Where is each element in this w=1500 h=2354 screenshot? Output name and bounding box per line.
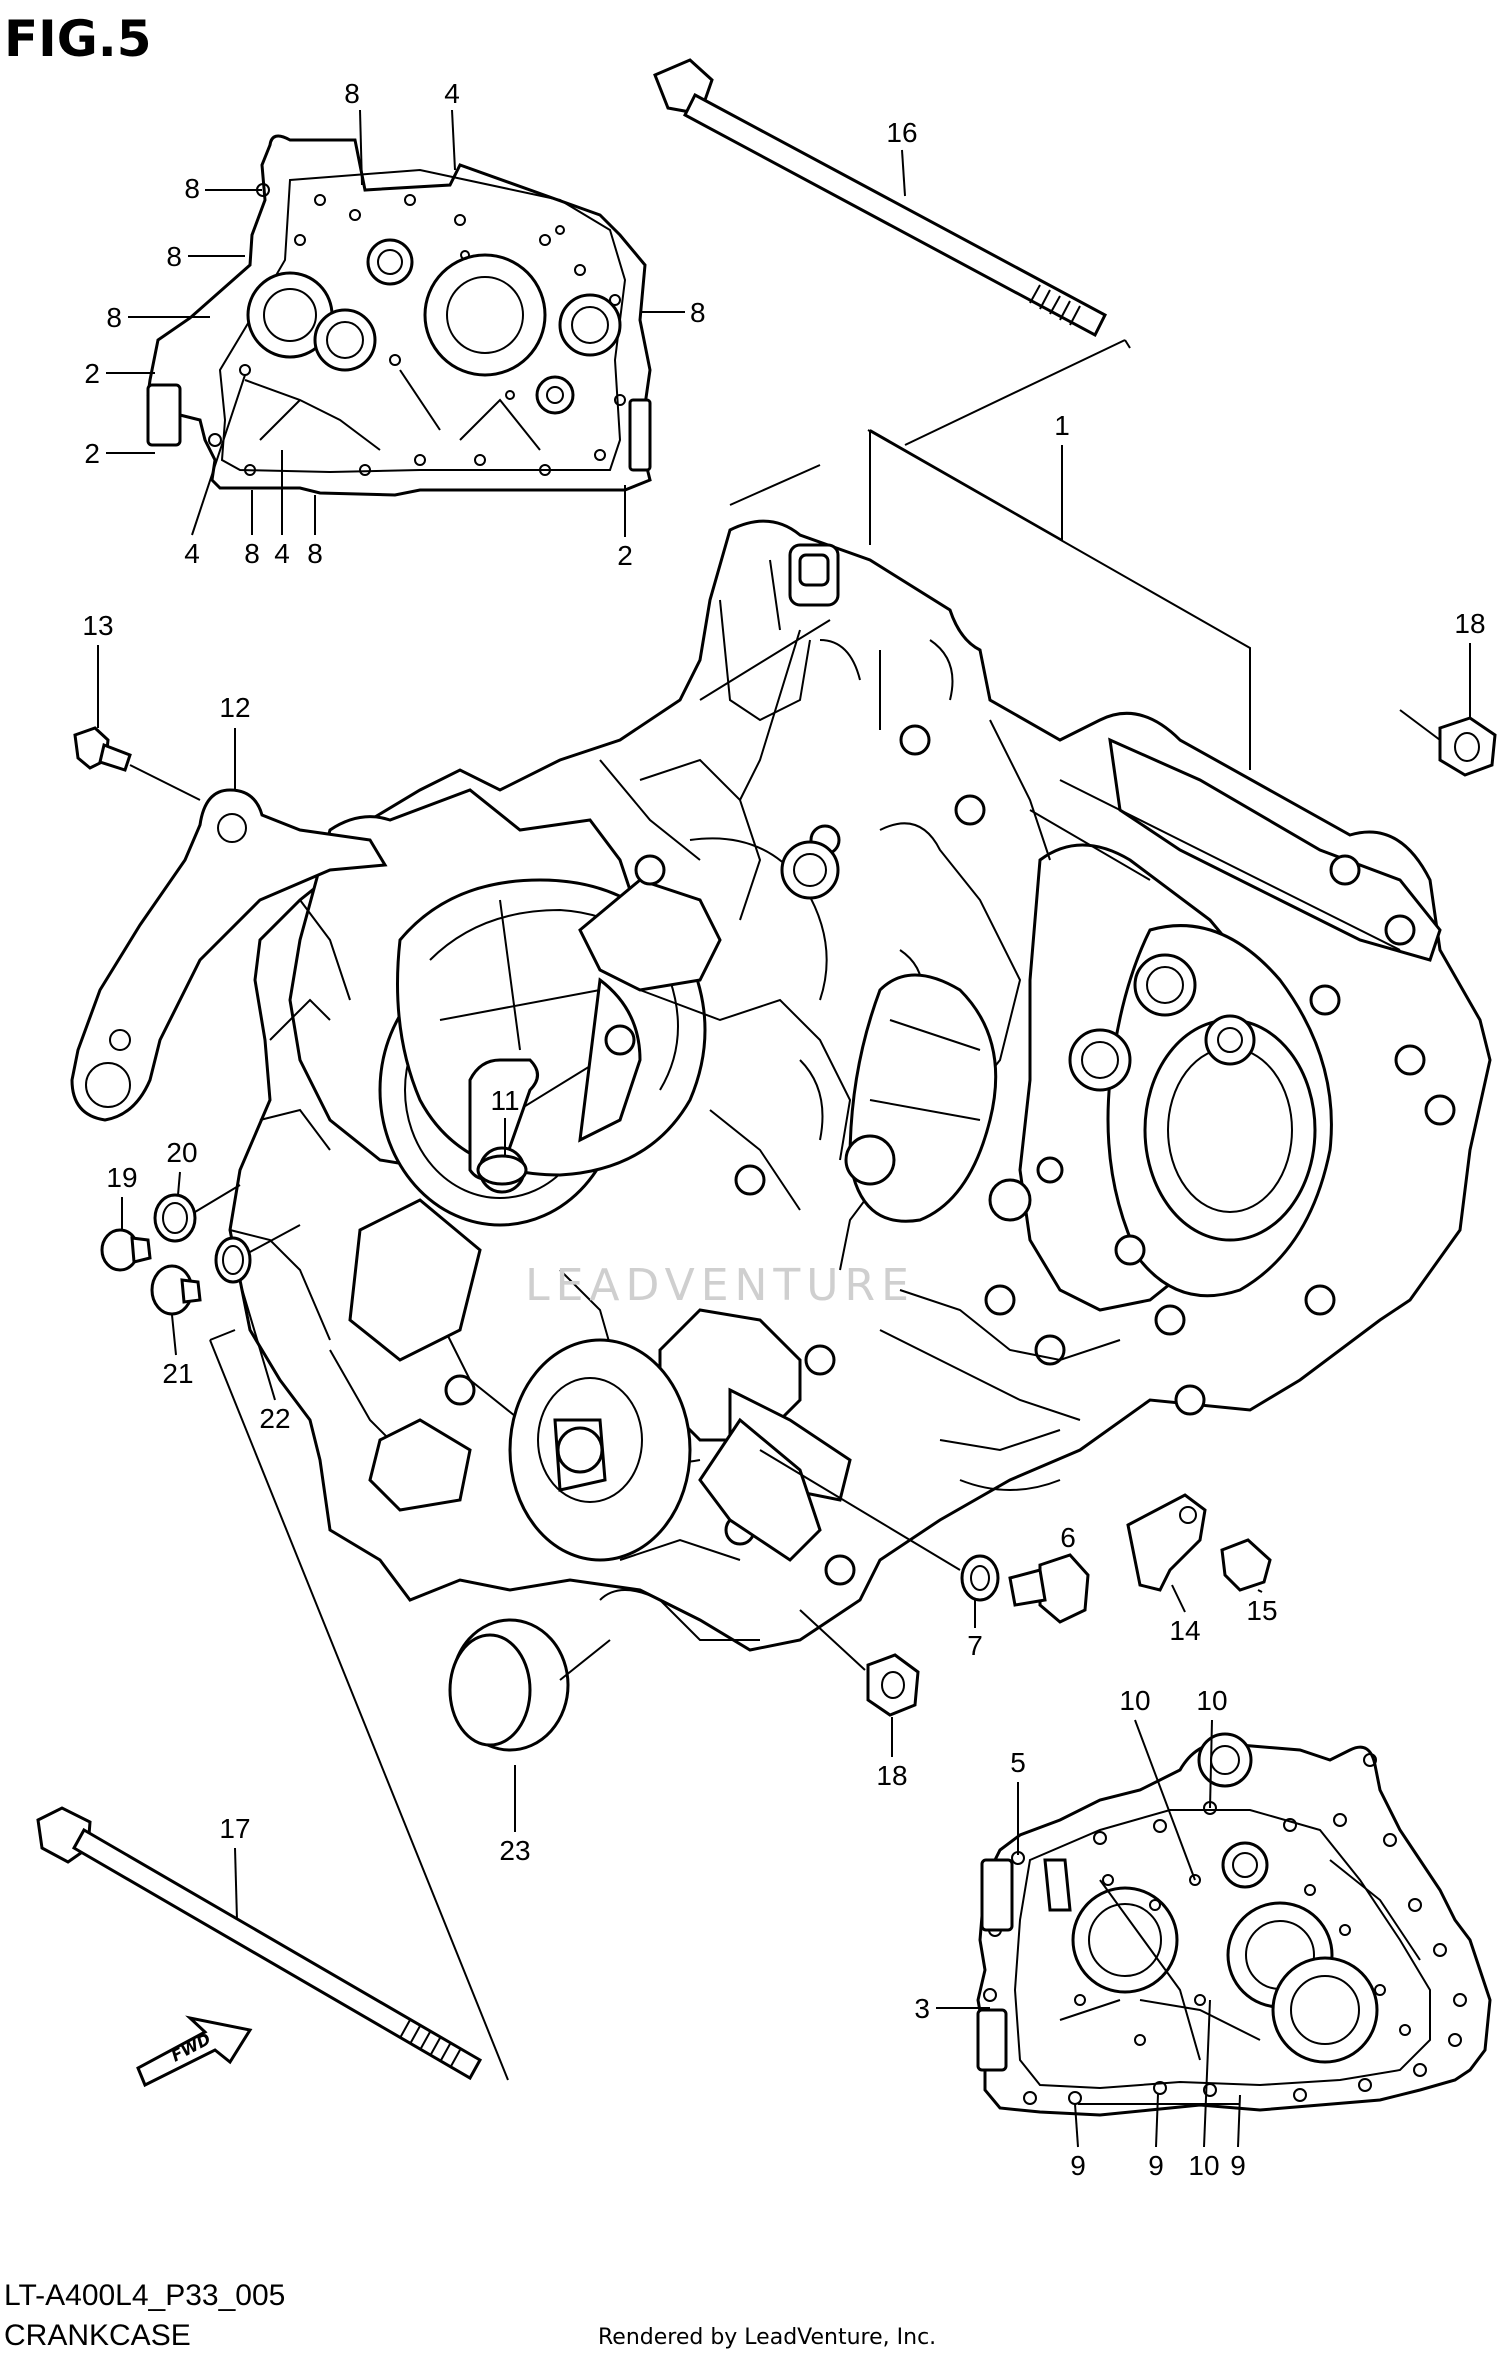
callout-3: 3 [914, 1993, 930, 2024]
figure-code: LT-A400L4_P33_005 [4, 2279, 285, 2312]
callout-4: 4 [274, 538, 290, 569]
rendered-by: Rendered by LeadVenture, Inc. [598, 2325, 936, 2350]
callout-8: 8 [184, 173, 200, 204]
callout-9: 9 [1230, 2150, 1246, 2181]
callout-8: 8 [106, 302, 122, 333]
callout-7: 7 [967, 1630, 983, 1661]
callout-18: 18 [1454, 608, 1485, 639]
callout-5: 5 [1010, 1747, 1026, 1778]
oil-strainer-cap-23: 23 [448, 1618, 611, 1866]
callout-18: 18 [876, 1760, 907, 1791]
callout-1: 1 [1054, 410, 1070, 441]
stud-bolt-16: 16 [653, 58, 1107, 338]
lower-crankcase-half [976, 1732, 1492, 2117]
upper-crankcase-half [146, 134, 652, 497]
stud-bolt-17: 17 [36, 1329, 509, 2081]
callout-15: 15 [1246, 1595, 1277, 1626]
upper-left-callouts: 8 4 8 8 8 2 2 8 4 8 4 8 2 [84, 78, 705, 571]
callout-10: 10 [1188, 2150, 1219, 2181]
callout-22: 22 [259, 1403, 290, 1434]
figure-name: CRANKCASE [4, 2319, 191, 2352]
callout-8: 8 [166, 241, 182, 272]
callout-2: 2 [84, 438, 100, 469]
fwd-arrow: FWD [136, 2015, 253, 2088]
main-crankcase-assembly [228, 519, 1492, 1652]
callout-13: 13 [82, 610, 113, 641]
bracket-12: 12 [70, 692, 388, 1122]
callout-8: 8 [244, 538, 260, 569]
callout-10: 10 [1119, 1685, 1150, 1716]
figure-title: FIG.5 [4, 10, 152, 68]
callout-9: 9 [1148, 2150, 1164, 2181]
bolt-6-washer-7: 6 7 [759, 1449, 1090, 1661]
watermark: LEADVENTURE [525, 1260, 915, 1311]
bracket-14-bolt-15: 14 15 [1126, 1493, 1278, 1646]
callout-12: 12 [219, 692, 250, 723]
dowel-pin-11: 11 [476, 1085, 528, 1186]
callout-8: 8 [307, 538, 323, 569]
callout-2: 2 [617, 540, 633, 571]
callout-16: 16 [886, 117, 917, 148]
oil-filter-mount [508, 1338, 692, 1562]
callout-9: 9 [1070, 2150, 1086, 2181]
callout-4: 4 [184, 538, 200, 569]
nut-18-lower: 18 [799, 1609, 920, 1791]
plugs-and-gaskets: 20 19 21 22 [100, 1137, 301, 1434]
callout-1-bracket: 1 [729, 339, 1251, 770]
callout-10: 10 [1196, 1685, 1227, 1716]
callout-19: 19 [106, 1162, 137, 1193]
bolt-13: 13 [73, 610, 201, 801]
callout-17: 17 [219, 1813, 250, 1844]
callout-11: 11 [490, 1085, 519, 1116]
nut-18-upper: 18 [1399, 608, 1497, 777]
callout-6: 6 [1060, 1522, 1076, 1553]
callout-23: 23 [499, 1835, 530, 1866]
callout-8: 8 [344, 78, 360, 109]
callout-21: 21 [162, 1358, 193, 1389]
callout-20: 20 [166, 1137, 197, 1168]
callout-4: 4 [444, 78, 460, 109]
callout-14: 14 [1169, 1615, 1200, 1646]
callout-2: 2 [84, 358, 100, 389]
lower-right-callouts: 10 10 5 3 9 9 10 9 [914, 1685, 1245, 2181]
callout-8: 8 [690, 297, 706, 328]
